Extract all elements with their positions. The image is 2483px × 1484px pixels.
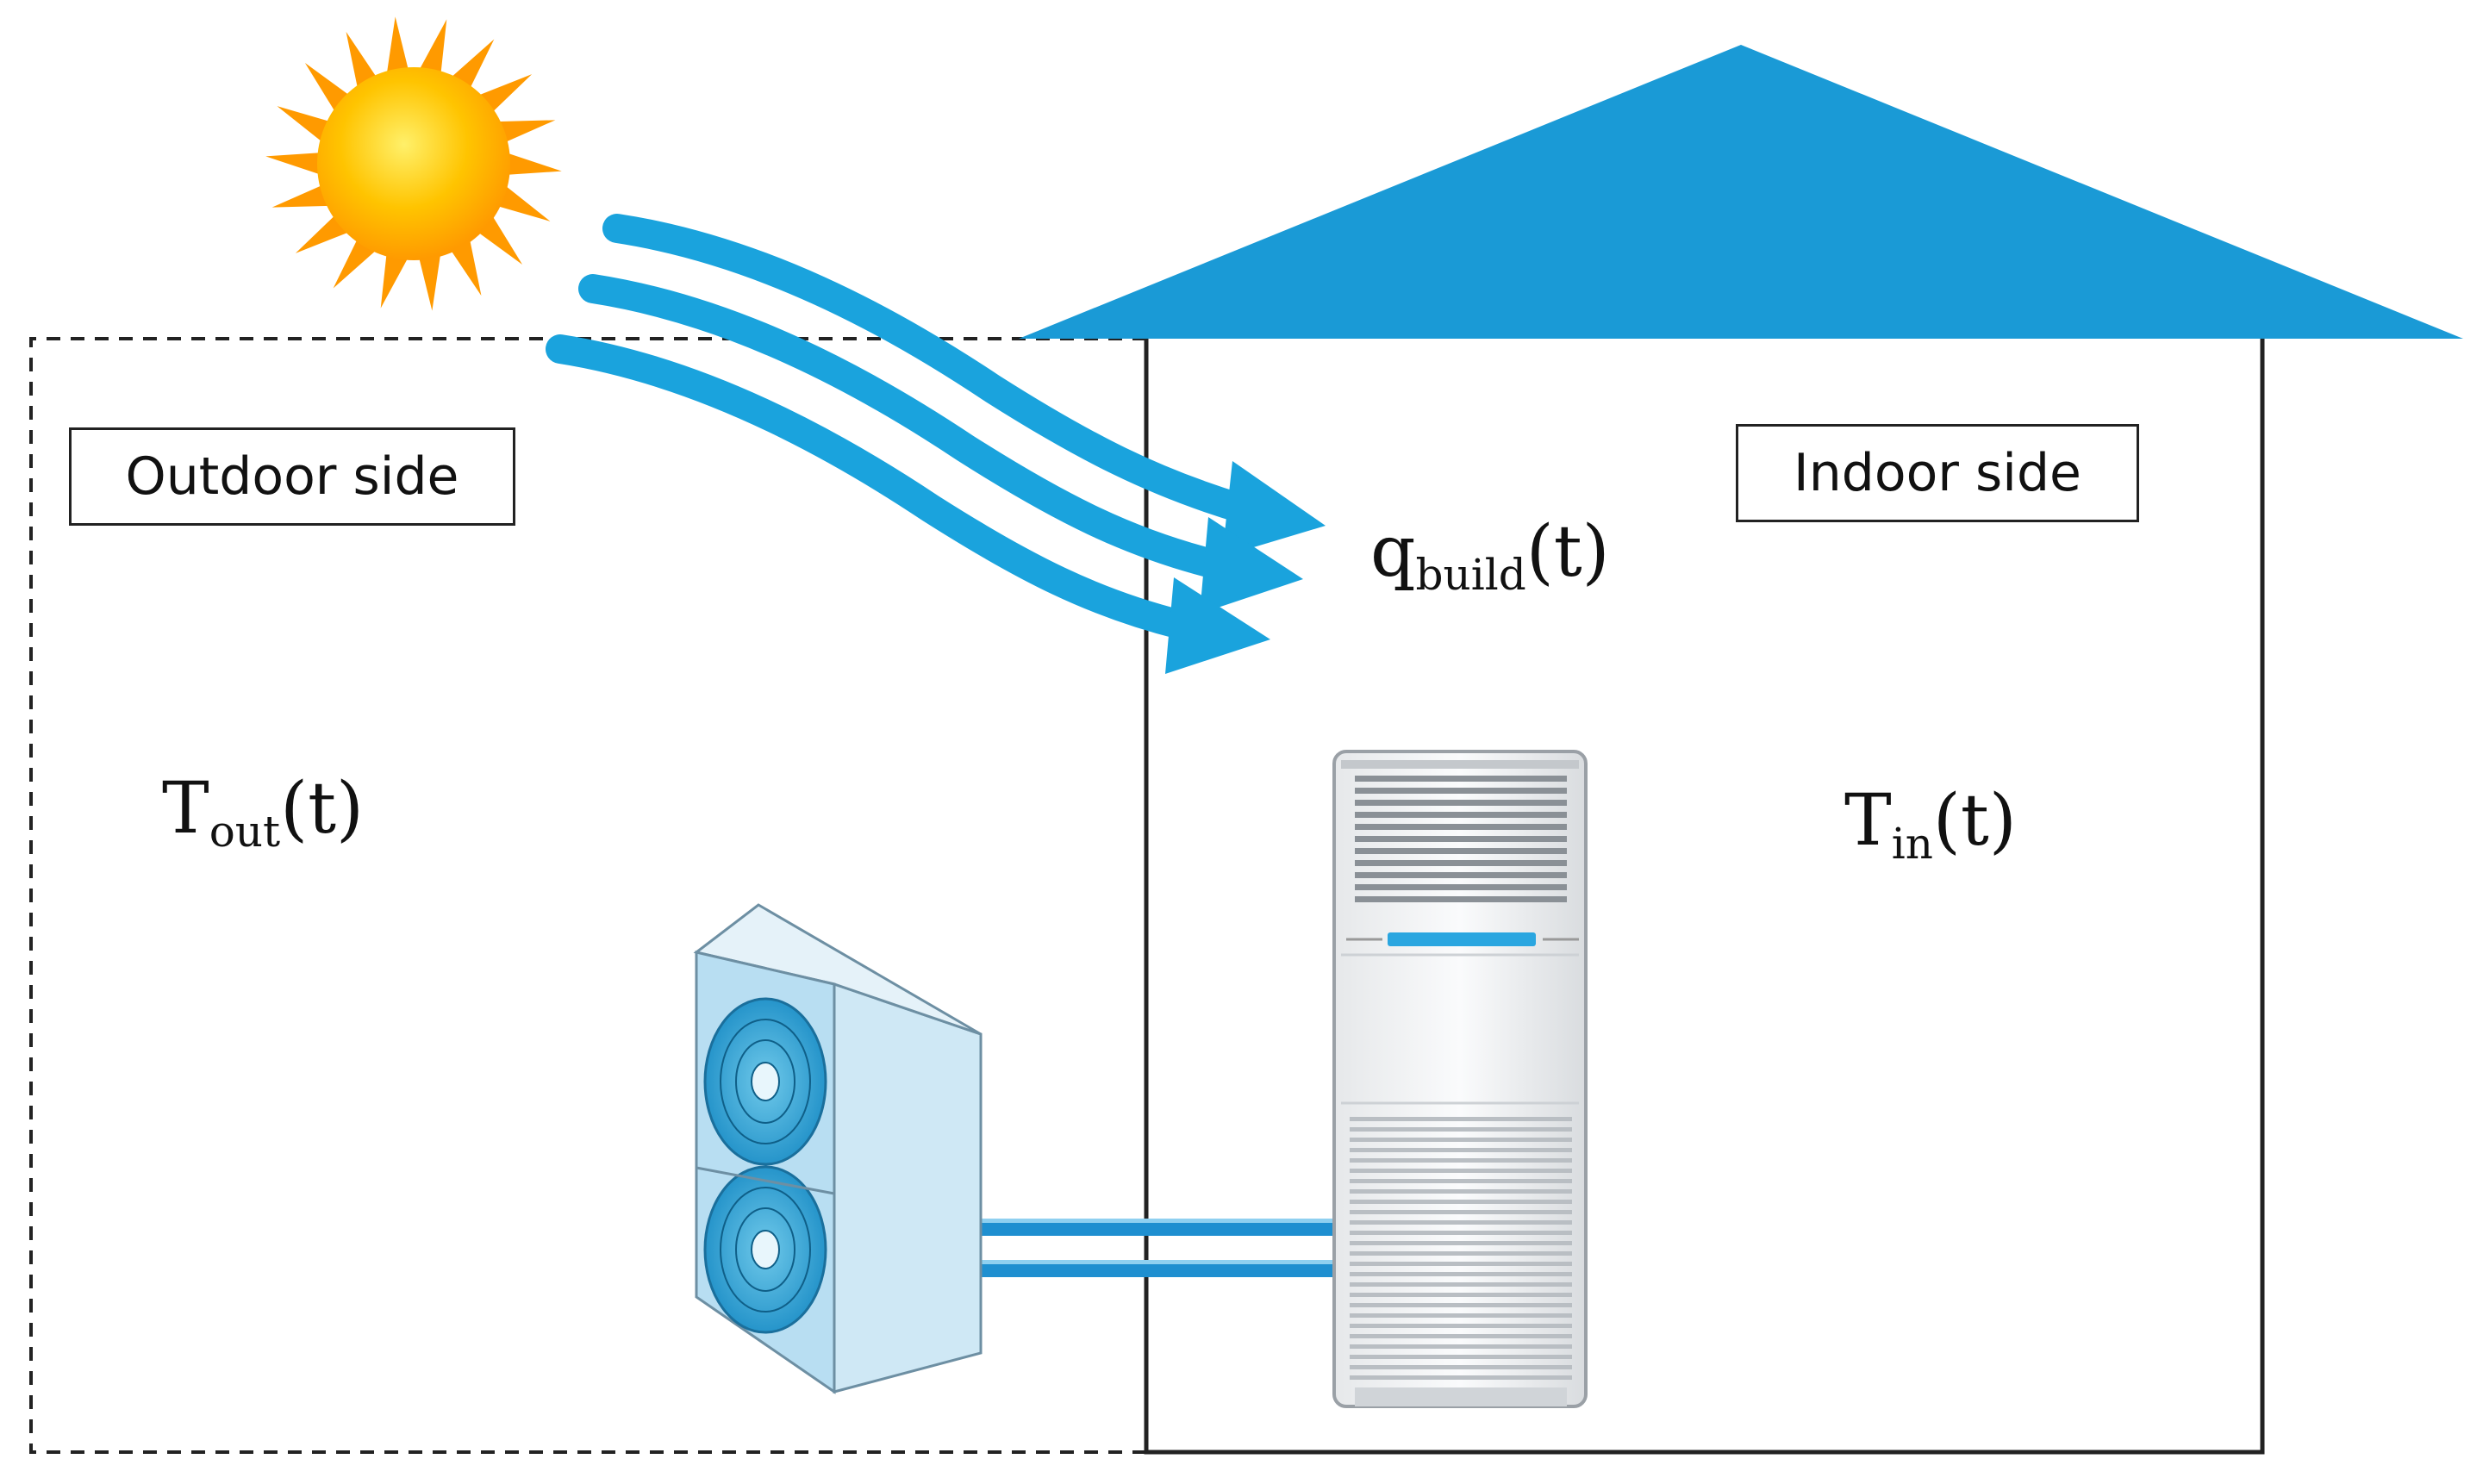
q-build-argument: (t) bbox=[1525, 511, 1610, 593]
building-roof bbox=[1019, 45, 2463, 339]
vent-slat bbox=[1350, 1251, 1572, 1256]
vent-slat bbox=[1350, 1365, 1572, 1369]
t-out-base: T bbox=[162, 768, 209, 850]
sun-ray bbox=[477, 215, 523, 265]
sun-ray bbox=[450, 39, 495, 90]
vent-slat bbox=[1350, 1324, 1572, 1328]
sun-ray bbox=[277, 106, 331, 143]
sun-ray bbox=[450, 238, 482, 296]
sun-ray bbox=[477, 74, 533, 113]
sun-ray bbox=[380, 253, 409, 309]
vent-slat bbox=[1355, 896, 1567, 902]
t-in-subscript: in bbox=[1891, 819, 1933, 869]
vent-slat bbox=[1350, 1344, 1572, 1349]
heat-flow-arrows bbox=[546, 214, 1256, 639]
vent-slat bbox=[1350, 1158, 1572, 1163]
sun-ray bbox=[496, 184, 551, 221]
vent-slat bbox=[1350, 1179, 1572, 1183]
sun-ray bbox=[496, 120, 556, 143]
vent-slat bbox=[1350, 1117, 1572, 1121]
vent-slat bbox=[1355, 836, 1567, 842]
vent-slat bbox=[1350, 1231, 1572, 1235]
sun-ray bbox=[265, 153, 321, 175]
vent-slat bbox=[1355, 824, 1567, 830]
building-walls bbox=[1144, 339, 2265, 1455]
sun-ray bbox=[346, 31, 377, 90]
sun-ray bbox=[295, 215, 351, 253]
t-in-base: T bbox=[1844, 780, 1892, 862]
vent-slat bbox=[1355, 812, 1567, 818]
sun-ray bbox=[506, 153, 562, 175]
vent-slat bbox=[1350, 1313, 1572, 1318]
outdoor-ac-unit-icon bbox=[693, 903, 983, 1394]
outdoor-side-label: Outdoor side bbox=[69, 427, 515, 526]
vent-slat bbox=[1350, 1375, 1572, 1380]
indoor-side-label: Indoor side bbox=[1736, 424, 2139, 522]
refrigerant-pipes bbox=[964, 1219, 1339, 1277]
q-build-subscript: build bbox=[1415, 550, 1526, 600]
indoor-ac-unit-icon bbox=[1332, 750, 1588, 1408]
outdoor-boundary bbox=[29, 337, 1146, 1454]
vent-slat bbox=[1350, 1282, 1572, 1287]
vent-slat bbox=[1350, 1148, 1572, 1152]
vent-slat bbox=[1350, 1262, 1572, 1266]
vent-slat bbox=[1350, 1272, 1572, 1276]
sun-ray bbox=[418, 19, 447, 75]
sun-ray bbox=[304, 62, 351, 113]
sun-ray bbox=[386, 16, 409, 75]
vent-slat bbox=[1350, 1355, 1572, 1359]
vent-slat bbox=[1350, 1210, 1572, 1214]
vent-slat bbox=[1355, 848, 1567, 854]
vent-slat bbox=[1350, 1127, 1572, 1132]
vent-slat bbox=[1350, 1241, 1572, 1245]
vent-slat bbox=[1350, 1303, 1572, 1307]
vent-slat bbox=[1355, 788, 1567, 794]
sun-ray bbox=[271, 184, 331, 208]
q-build-base: q bbox=[1370, 511, 1416, 593]
vent-slat bbox=[1355, 776, 1567, 782]
t-in-argument: (t) bbox=[1932, 780, 2017, 862]
sun-ray bbox=[333, 238, 377, 289]
vent-slat bbox=[1350, 1334, 1572, 1338]
t-out-argument: (t) bbox=[280, 768, 365, 850]
vent-slat bbox=[1350, 1200, 1572, 1204]
vent-slat bbox=[1350, 1293, 1572, 1297]
vent-slat bbox=[1355, 800, 1567, 806]
sun-ray bbox=[418, 253, 441, 311]
sun-icon bbox=[265, 16, 562, 311]
t-out-subscript: out bbox=[209, 807, 281, 857]
vent-slat bbox=[1355, 872, 1567, 878]
heat-flow-arrowheads bbox=[1165, 461, 1326, 674]
outdoor-temperature-symbol: Tout(t) bbox=[162, 774, 364, 854]
vent-slat bbox=[1355, 884, 1567, 890]
vent-slat bbox=[1350, 1169, 1572, 1173]
vent-slat bbox=[1350, 1189, 1572, 1194]
indoor-temperature-symbol: Tin(t) bbox=[1844, 786, 2017, 866]
vent-slat bbox=[1350, 1138, 1572, 1142]
heat-gain-symbol: qbuild(t) bbox=[1370, 517, 1610, 597]
vent-slat bbox=[1355, 860, 1567, 866]
vent-slat bbox=[1350, 1220, 1572, 1225]
